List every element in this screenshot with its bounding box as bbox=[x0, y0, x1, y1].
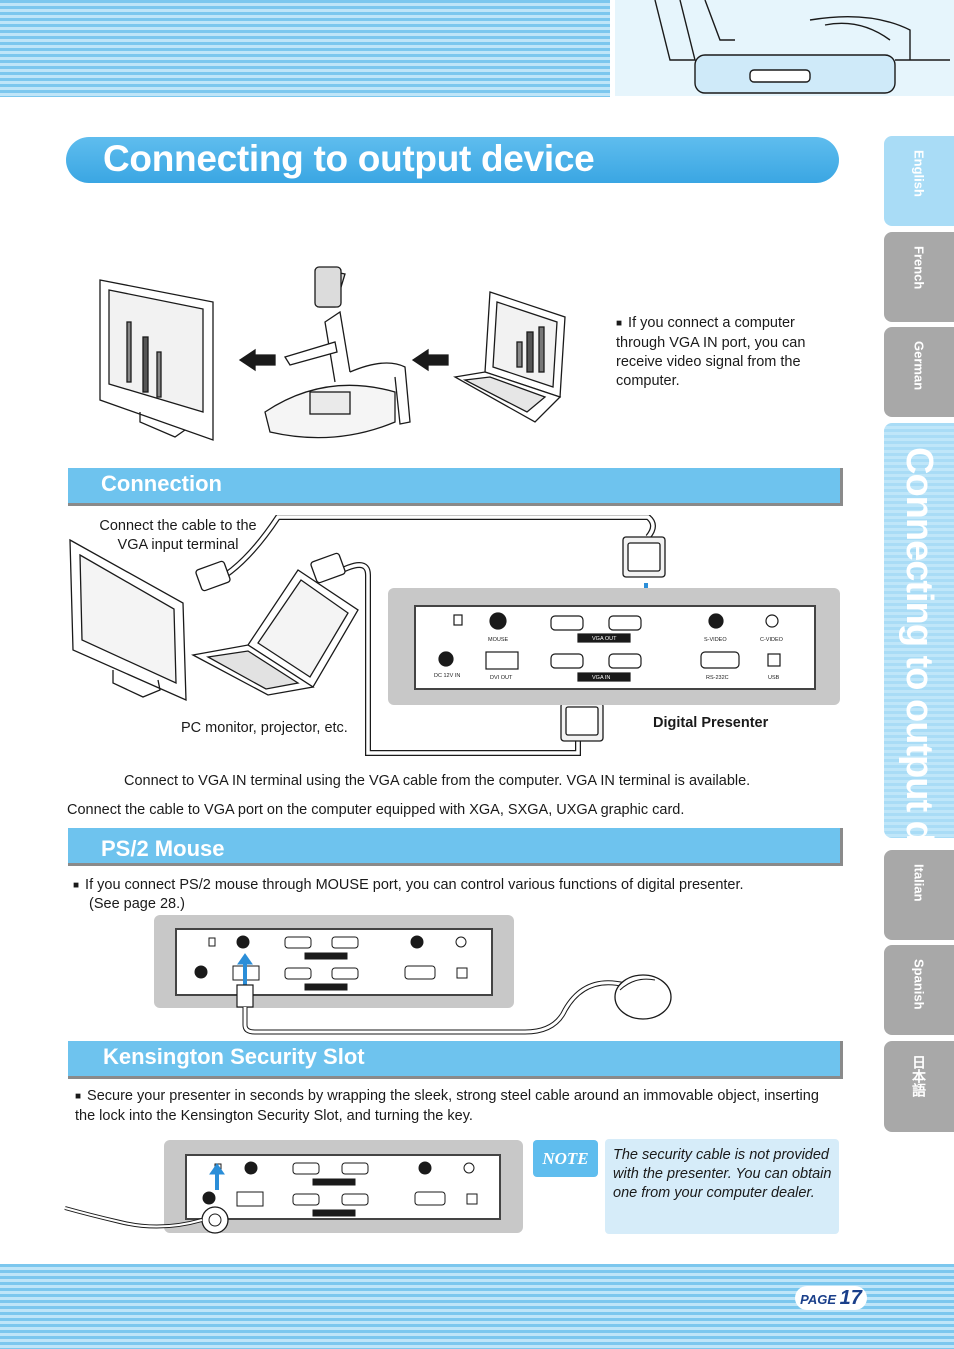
port-label-dc: DC 12V IN bbox=[434, 673, 460, 679]
tab-english-label: English bbox=[911, 150, 927, 197]
note-badge: NOTE bbox=[533, 1140, 598, 1177]
note-box: The security cable is not provided with … bbox=[605, 1139, 839, 1234]
tab-japanese[interactable]: 日本語 bbox=[884, 1041, 954, 1132]
tab-french[interactable]: French bbox=[884, 232, 954, 322]
port-label-svideo: S-VIDEO bbox=[704, 637, 727, 643]
callout-monitor: PC monitor, projector, etc. bbox=[181, 720, 348, 736]
tab-french-label: French bbox=[911, 246, 927, 290]
kensington-bullet: Secure your presenter in seconds by wrap… bbox=[75, 1087, 835, 1126]
section-kensington-title: Kensington Security Slot bbox=[103, 1044, 365, 1069]
port-label-usb: USB bbox=[768, 675, 780, 681]
tab-italian[interactable]: Italian bbox=[884, 850, 954, 940]
callout-cable: Connect the cable to the VGA input termi… bbox=[99, 518, 257, 553]
back-panel-connection-inner: MOUSE VGA OUT VGA IN S-VIDEO C-VIDEO DC … bbox=[414, 605, 816, 690]
tab-english[interactable]: English bbox=[884, 136, 954, 226]
section-mouse-bar bbox=[68, 828, 843, 866]
mouse-bullet-ref: (See page 28.) bbox=[89, 896, 185, 912]
intro-bullet: If you connect a computer through VGA IN… bbox=[616, 314, 841, 391]
title-banner bbox=[66, 137, 839, 183]
page-label: PAGE bbox=[800, 1292, 836, 1307]
connection-illustration bbox=[68, 514, 843, 765]
back-panel-connection: MOUSE VGA OUT VGA IN S-VIDEO C-VIDEO DC … bbox=[388, 588, 840, 705]
connection-text-1: Connect to VGA IN terminal using the VGA… bbox=[124, 773, 751, 789]
callout-presenter: Digital Presenter bbox=[653, 715, 769, 731]
section-connection-title: Connection bbox=[101, 471, 222, 496]
mouse-bullet: If you connect PS/2 mouse through MOUSE … bbox=[73, 876, 813, 896]
tab-italian-label: Italian bbox=[911, 864, 927, 902]
page-title: Connecting to output device bbox=[103, 138, 595, 179]
tab-japanese-label: 日本語 bbox=[911, 1055, 927, 1097]
connection-text-2: Connect the cable to VGA port on the com… bbox=[67, 802, 685, 818]
back-panel-mouse bbox=[154, 915, 514, 1008]
overview-illustration bbox=[95, 262, 585, 444]
tab-spanish-label: Spanish bbox=[911, 959, 927, 1010]
port-label-rs232: RS-232C bbox=[706, 675, 729, 681]
section-mouse-title: PS/2 Mouse bbox=[101, 836, 225, 861]
tab-german[interactable]: German bbox=[884, 327, 954, 417]
mouse-illustration bbox=[225, 940, 675, 1040]
footer-stripes bbox=[0, 1264, 954, 1349]
tab-german-label: German bbox=[911, 341, 927, 391]
port-label-cvideo: C-VIDEO bbox=[760, 637, 784, 643]
page-number-badge: PAGE 17 bbox=[795, 1286, 867, 1310]
section-kensington-bar bbox=[68, 1041, 843, 1079]
header-illustration bbox=[610, 0, 954, 97]
back-panel-mouse-inner bbox=[175, 928, 493, 996]
port-label-dvi: DVI OUT bbox=[490, 675, 513, 681]
port-label-mouse: MOUSE bbox=[488, 637, 509, 643]
section-connection-bar bbox=[68, 468, 843, 506]
port-label-vga-out: VGA OUT bbox=[592, 636, 617, 642]
tab-current-section: Connecting to output device bbox=[884, 423, 954, 933]
tab-spanish[interactable]: Spanish bbox=[884, 945, 954, 1035]
page-number: 17 bbox=[839, 1287, 862, 1309]
header-stripes bbox=[0, 0, 610, 97]
note-text: The security cable is not provided with … bbox=[613, 1147, 832, 1201]
back-panel-kensington-inner bbox=[185, 1154, 501, 1220]
port-label-vga-in: VGA IN bbox=[592, 675, 610, 681]
kensington-lock-illustration bbox=[60, 1160, 240, 1240]
